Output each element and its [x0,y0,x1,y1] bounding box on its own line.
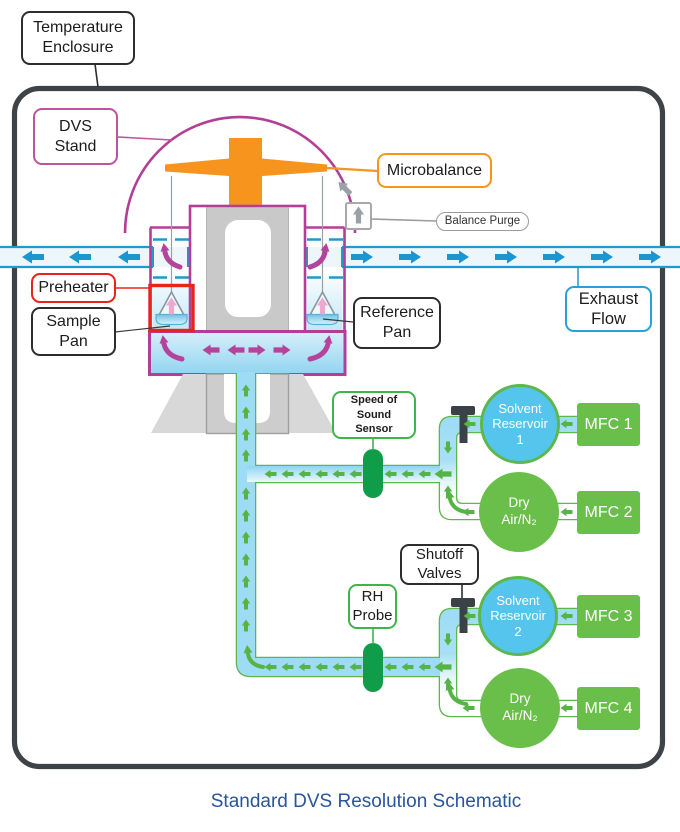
balance-purge-port [334,178,372,230]
solvent-reservoir-1: Solvent Reservoir 1 [480,384,560,464]
mfc-1: MFC 1 [577,403,640,446]
reference-pan-label: Reference Pan [353,297,441,349]
dry-air-n2-1: Dry Air/N₂ [479,472,559,552]
mixing-chamber [148,330,347,376]
vessel-outer-walls [149,226,346,332]
balance-hang-wires [170,176,324,296]
dvs-stand-dome [123,115,357,234]
preheater-label: Preheater [31,273,116,303]
sample-pan-label: Sample Pan [31,307,116,356]
microbalance-beam [165,138,327,209]
microbalance-connector [326,166,379,173]
microbalance-label: Microbalance [377,153,492,188]
dvs-stand-label: DVS Stand [33,108,118,165]
shutoff-valve-1 [451,406,475,443]
mfc-3: MFC 3 [577,595,640,638]
rh-probe-body [363,643,383,692]
label-connectors [94,63,579,644]
shutoff-valve-2 [451,598,475,633]
temperature-enclosure-label: Temperature Enclosure [21,11,135,65]
mfc-2: MFC 2 [577,491,640,534]
dry-air-n2-2: Dry Air/N₂ [480,668,560,748]
schematic-caption: Standard DVS Resolution Schematic [210,791,522,812]
rh-probe-label: RH Probe [348,584,397,629]
stand-column-upper [206,207,289,332]
solvent-reservoir-2: Solvent Reservoir 2 [478,576,558,656]
chamber-circulation-arrows [158,242,334,362]
mfc-4: MFC 4 [577,687,640,730]
shutoff-valves-label: Shutoff Valves [400,544,479,585]
exhaust-flow-label: Exhaust Flow [565,286,652,332]
preheater-zone [148,283,195,333]
balance-purge-label: Balance Purge [436,212,529,231]
gas-flow-curve-arrows [246,497,468,706]
speed-of-sound-sensor-label: Speed of Sound Sensor [332,391,416,439]
speed-of-sound-sensor-body [363,449,383,498]
